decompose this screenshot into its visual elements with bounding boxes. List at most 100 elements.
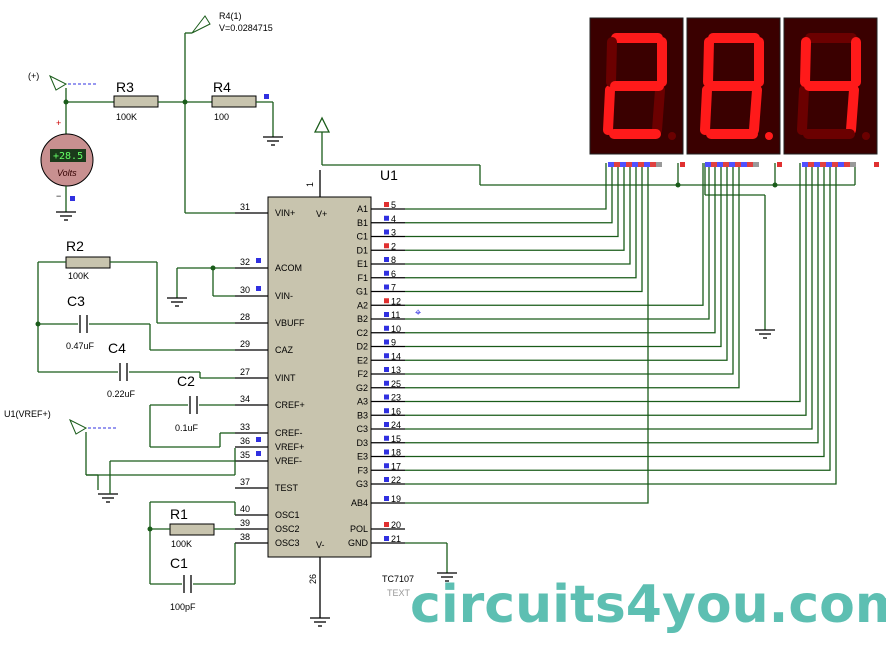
ic-pin-label: GND [348, 538, 369, 548]
r1-value: 100K [171, 539, 192, 549]
c4-value: 0.22uF [107, 389, 136, 399]
ic-pin-label: E1 [357, 259, 368, 269]
r2-value: 100K [68, 271, 89, 281]
voltmeter-unit: Volts [57, 168, 77, 178]
ic-pin-number: 24 [391, 420, 401, 430]
ic-pin-number: 32 [240, 257, 250, 267]
ic-pin-number: 36 [240, 436, 250, 446]
seven-segment-digit [589, 17, 685, 167]
ic-pin-label: G1 [356, 287, 368, 297]
ic-pin-number: 19 [391, 494, 401, 504]
power-arrow-icon [313, 116, 331, 133]
ic-pin-number: 15 [391, 434, 401, 444]
probe-plus-label: (+) [28, 71, 39, 81]
segment [797, 85, 809, 135]
ic-pin-number: 29 [240, 339, 250, 349]
ground-icon [755, 329, 775, 339]
voltmeter-reading: +28.5 [53, 151, 83, 162]
ic-pin-number: 33 [240, 422, 250, 432]
ic-pin-label: VBUFF [275, 318, 305, 328]
watermark: circuits4you.com [410, 575, 886, 635]
ic-pin-number: 31 [240, 202, 250, 212]
r4-value: 100 [214, 112, 229, 122]
ground-icon [167, 297, 187, 307]
ic-pin-label: B3 [357, 410, 368, 420]
ic-pin-label: VIN+ [275, 208, 295, 218]
ic-pin-number: 39 [240, 518, 250, 528]
segment [700, 85, 712, 135]
ic-pin-label: B1 [357, 218, 368, 228]
ground-icon [310, 617, 330, 627]
ic-pin-label: VREF- [275, 456, 302, 466]
ic-pin-number: 8 [391, 255, 396, 265]
segment [703, 37, 714, 87]
ic-pin-label: D2 [356, 342, 368, 352]
ic-pin-label: E2 [357, 355, 368, 365]
resistor-r1[interactable] [169, 523, 215, 536]
ic-pin-label: F1 [357, 273, 368, 283]
probe-r4-icon [191, 15, 211, 34]
ic-pin-label: B2 [357, 314, 368, 324]
ground-icon [98, 493, 118, 503]
ic-pin-number: 34 [240, 394, 250, 404]
ic-pin-number: 27 [240, 367, 250, 377]
ic-body[interactable] [267, 196, 372, 558]
ic-pin-number: 12 [391, 296, 401, 306]
segment [846, 85, 859, 135]
ic-pin-label: F2 [357, 369, 368, 379]
ic-pin-number: 22 [391, 475, 401, 485]
resistor-r2[interactable] [65, 256, 111, 269]
c2-value: 0.1uF [175, 423, 199, 433]
ic-pin-number: 35 [240, 450, 250, 460]
capacitor-c1[interactable] [182, 575, 193, 593]
ic-pin-number: 5 [391, 200, 396, 210]
ic-pin-label: E3 [357, 452, 368, 462]
ic-pin-label: TEST [275, 483, 299, 493]
ic-vminus: V- [316, 540, 325, 550]
r3-name: R3 [116, 79, 134, 95]
seven-segment-digit [783, 17, 879, 167]
probe-r4-value: V=0.0284715 [219, 23, 273, 33]
ic-pin-number: 14 [391, 351, 401, 361]
ic-pin-number: 18 [391, 448, 401, 458]
ic-pin-label: D3 [356, 438, 368, 448]
c3-name: C3 [67, 293, 85, 309]
resistor-r4[interactable] [211, 95, 257, 108]
ic-pin-label: VINT [275, 373, 296, 383]
ic-pin-number: 37 [240, 477, 250, 487]
c1-value: 100pF [170, 602, 196, 612]
resistor-r3[interactable] [113, 95, 159, 108]
capacitor-c4[interactable] [118, 363, 129, 381]
ic-pin-number: 2 [391, 241, 396, 251]
ic-top-pin: 1 [305, 182, 315, 187]
segment [603, 85, 615, 135]
r3-value: 100K [116, 112, 137, 122]
voltmeter-plus: + [56, 118, 61, 128]
probe-plus-icon [49, 74, 68, 91]
ic-pin-label: POL [350, 524, 368, 534]
ic-pin-label: C2 [356, 328, 368, 338]
ic-pin-label: D1 [356, 245, 368, 255]
ic-pin-number: 4 [391, 214, 396, 224]
ic-pin-label: A1 [357, 204, 368, 214]
cursor-icon: ⌖ [415, 307, 421, 319]
seven-segment-digit [686, 17, 782, 167]
segment [652, 85, 665, 135]
ic-pin-number: 3 [391, 228, 396, 238]
capacitor-c3[interactable] [78, 315, 89, 333]
ic-pin-number: 9 [391, 338, 396, 348]
probe-vref-icon [69, 418, 88, 435]
ic-vplus: V+ [316, 209, 327, 219]
ground-icon [56, 211, 76, 221]
probe-r4-name: R4(1) [219, 11, 242, 21]
capacitor-c2[interactable] [188, 396, 199, 414]
r2-name: R2 [66, 238, 84, 254]
ic-pin-number: 13 [391, 365, 401, 375]
c2-name: C2 [177, 373, 195, 389]
ic-pin-number: 21 [391, 534, 401, 544]
ic-pin-label: OSC2 [275, 524, 300, 534]
ic-ref: U1 [380, 167, 398, 183]
ic-text: TEXT [387, 588, 411, 598]
ic-part: TC7107 [382, 574, 414, 584]
